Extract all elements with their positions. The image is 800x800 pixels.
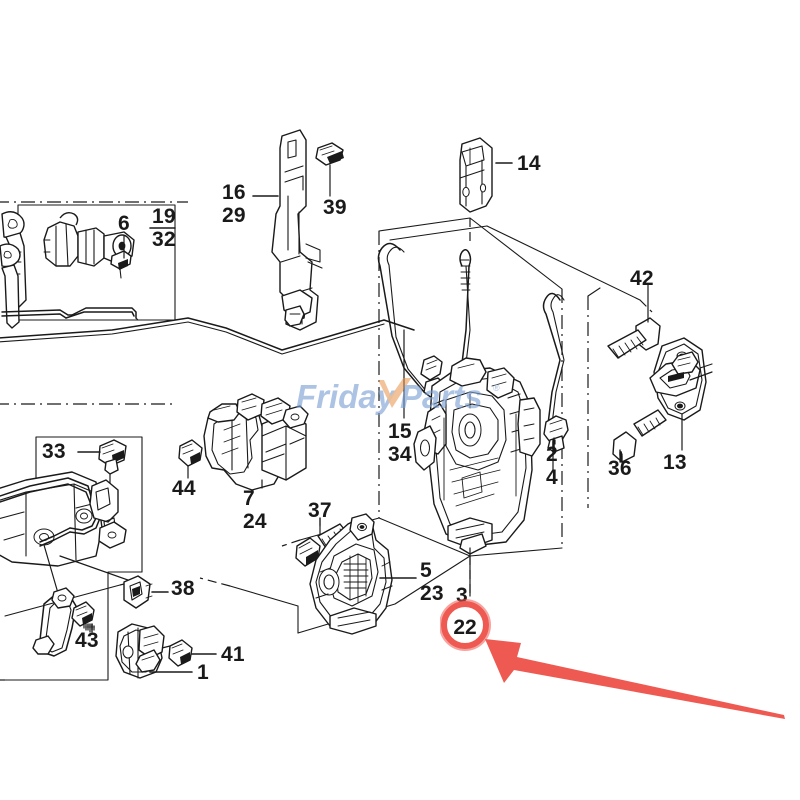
- part-clip-38: [123, 575, 169, 609]
- callout-6: 6: [118, 212, 130, 235]
- part-actuator-5-23: [309, 513, 393, 635]
- part-bolt-42: [607, 283, 661, 359]
- leader-lines-group-19-32: [123, 227, 176, 259]
- callout-13: 13: [663, 451, 687, 474]
- callout-42: 42: [630, 267, 654, 290]
- group-boundary-lines: [0, 201, 653, 681]
- part-screw-37: [295, 517, 349, 567]
- callout-37: 37: [308, 499, 332, 522]
- callout-39: 39: [323, 196, 347, 219]
- part-striker-plate-13: [649, 337, 713, 451]
- part-screw-44: [178, 439, 203, 479]
- part-bolt-36: [612, 409, 667, 463]
- callout-36: 36: [608, 457, 632, 480]
- callout-14: 14: [517, 152, 541, 175]
- part-actuator-module: [0, 471, 129, 601]
- part-switch-1-41: [115, 623, 217, 679]
- callout-44: 44: [172, 477, 196, 500]
- part-clip-14: [459, 137, 493, 213]
- part-door-lock-bracket-16-29: [271, 129, 323, 331]
- part-key-cylinder-assembly: [0, 211, 135, 329]
- callout-38: 38: [171, 577, 195, 600]
- callout-3: 3: [456, 584, 468, 607]
- callout-43: 43: [75, 629, 99, 652]
- callout-1: 1: [197, 661, 209, 684]
- part-bracket-7-24: [203, 393, 309, 491]
- callout-41: 41: [221, 643, 245, 666]
- callout-33: 33: [42, 440, 66, 463]
- part-rod-left: [0, 307, 415, 355]
- part-door-latch-assembly-3-22: [413, 357, 541, 555]
- part-clips-2-4: [543, 415, 569, 453]
- part-screw-39: [315, 142, 344, 197]
